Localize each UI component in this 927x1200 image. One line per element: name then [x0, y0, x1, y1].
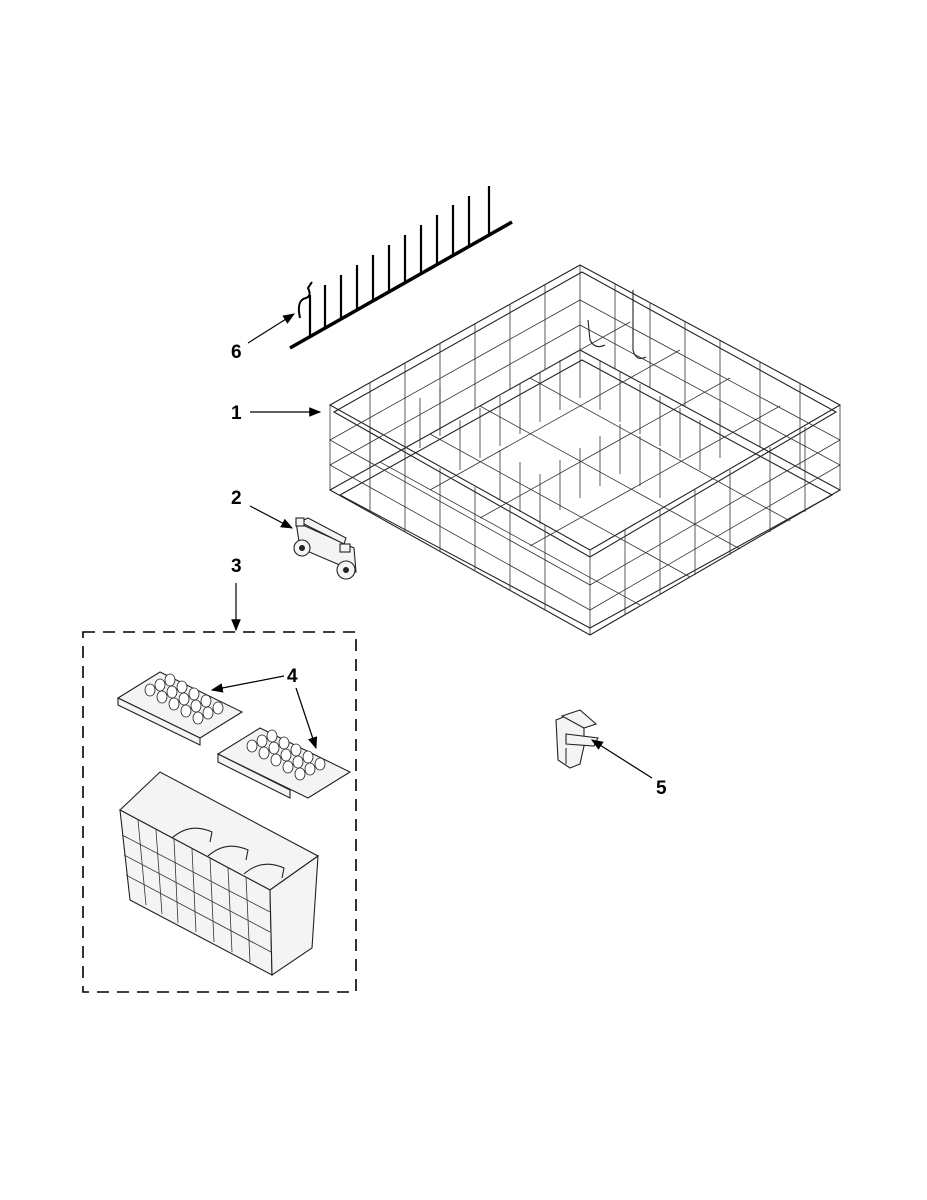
basket-lid-cover-2[interactable]: [216, 727, 352, 799]
lower-dishrack-part[interactable]: [328, 264, 842, 636]
tine-row-part[interactable]: [289, 186, 513, 350]
callout-5: 5: [590, 739, 667, 799]
svg-text:6: 6: [231, 342, 242, 363]
rack-clip-part[interactable]: [555, 709, 599, 769]
callout-1: 1: [231, 403, 322, 424]
silverware-basket[interactable]: [119, 771, 320, 977]
svg-text:1: 1: [231, 403, 242, 424]
rack-wheel-part[interactable]: [293, 517, 357, 580]
svg-text:4: 4: [287, 666, 298, 687]
basket-lid-cover-1[interactable]: [116, 671, 244, 746]
callout-6: 6: [231, 313, 296, 363]
silverware-basket-assembly[interactable]: [82, 631, 357, 993]
svg-text:3: 3: [231, 556, 242, 577]
callout-3: 3: [231, 556, 242, 632]
svg-text:2: 2: [231, 488, 242, 509]
callout-4: 4: [210, 666, 318, 750]
svg-text:5: 5: [656, 778, 667, 799]
callout-2: 2: [231, 488, 294, 529]
